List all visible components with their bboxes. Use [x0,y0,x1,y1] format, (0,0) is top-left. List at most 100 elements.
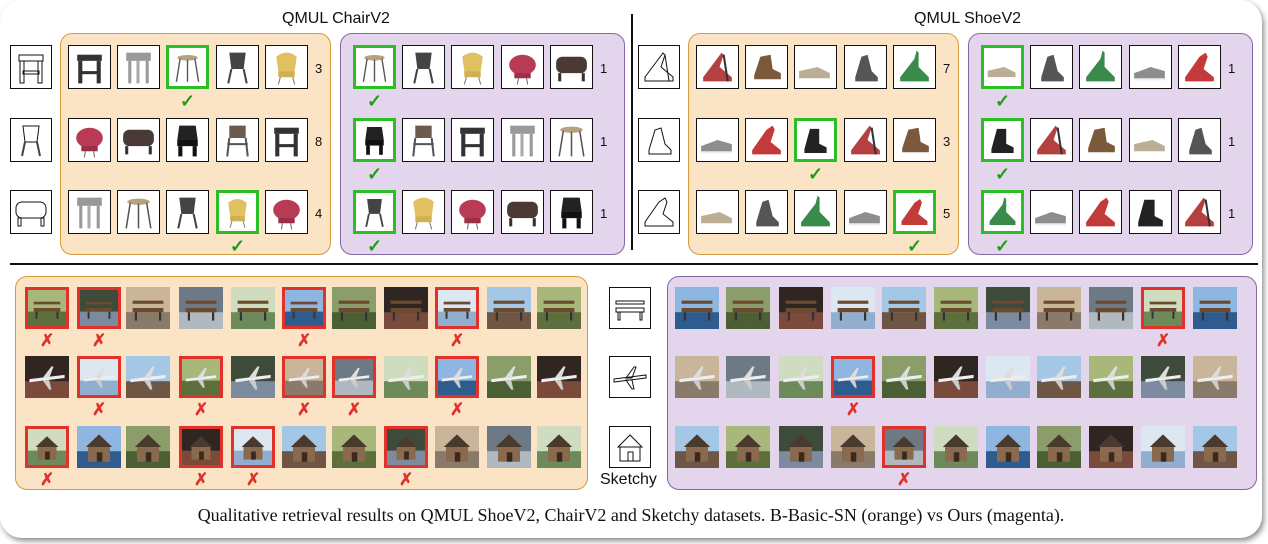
sketchy-baseline-photo [179,287,223,329]
chair-ours-thumb [353,190,396,234]
sketchy-baseline-photo [179,426,223,468]
chair-ours-thumb [501,45,544,89]
sketchy-baseline-photo [384,287,428,329]
chair-ours-thumb [402,45,445,89]
shoe-ours-rank: 1 [1228,61,1236,76]
chair-baseline-thumb [68,45,111,89]
chair-ours-thumb [353,45,396,89]
sketchy-baseline-photo [25,356,69,398]
chair-baseline-correct-mark: ✓ [230,236,246,256]
sketchy-ours-photo [1141,426,1185,468]
sketchy-ours-photo [675,356,719,398]
shoe-ours-thumb [1079,118,1122,162]
shoe-ours-thumb [1030,118,1073,162]
sketchy-ours-photo [1037,356,1081,398]
shoe-sketch-2 [638,118,680,162]
sketchy-sketch-plane [609,356,651,398]
sketchy-baseline-wrong-mark: ✗ [194,400,209,419]
shoe-baseline-thumb [696,45,739,89]
sketchy-baseline-wrong-mark: ✗ [40,331,55,350]
sketchy-baseline-photo [537,287,581,329]
sketchy-ours-photo [726,356,770,398]
chair-baseline-thumb [265,190,308,234]
shoe-ours-thumb [1178,45,1221,89]
sketchy-baseline-photo [487,356,531,398]
sketchy-ours-photo [675,426,719,468]
sketchy-baseline-wrong-mark: ✗ [194,470,209,489]
chair-ours-thumb [550,190,593,234]
chair-ours-thumb [353,118,396,162]
chair-sketch-2 [10,118,52,162]
sketchy-baseline-photo [435,426,479,468]
chair-ours-thumb [550,118,593,162]
chair-baseline-rank: 3 [315,61,323,76]
chair-baseline-thumb [117,45,160,89]
shoe-baseline-thumb [696,190,739,234]
sketchy-ours-photo [831,287,875,329]
sketchy-baseline-wrong-mark: ✗ [40,470,55,489]
chair-baseline-rank: 4 [315,206,323,221]
shoe-baseline-thumb [745,190,788,234]
sketchy-ours-photo [1193,287,1237,329]
chair-baseline-thumb [265,45,308,89]
sketchy-ours-photo [1089,356,1133,398]
chair-baseline-thumb [265,118,308,162]
chair-baseline-correct-mark: ✓ [180,91,196,111]
shoe-baseline-rank: 3 [943,134,951,149]
shoe-sketch-1 [638,45,680,89]
sketchy-ours-photo [1037,287,1081,329]
chair-baseline-thumb [166,118,209,162]
chair-ours-thumb [501,118,544,162]
sketchy-ours-photo [779,426,823,468]
shoe-baseline-thumb [893,190,936,234]
sketchy-ours-wrong-mark: ✗ [846,400,861,419]
shoe-baseline-thumb [745,45,788,89]
sketchy-baseline-photo [231,426,275,468]
shoe-baseline-thumb [745,118,788,162]
sketchy-baseline-wrong-mark: ✗ [347,400,362,419]
chair-baseline-thumb [68,190,111,234]
sketchy-ours-photo [934,356,978,398]
chair-baseline-thumb [216,190,259,234]
shoe-ours-thumb [1178,190,1221,234]
chair-baseline-thumb [216,118,259,162]
sketchy-ours-photo [882,356,926,398]
sketchy-label: Sketchy [600,471,657,488]
chair-dataset-title: QMUL ChairV2 [282,10,390,27]
sketchy-ours-photo [779,287,823,329]
sketchy-baseline-wrong-mark: ✗ [246,470,261,489]
sketchy-ours-wrong-mark: ✗ [1156,331,1171,350]
chair-ours-correct-mark: ✓ [367,91,383,111]
shoe-ours-rank: 1 [1228,134,1236,149]
shoe-baseline-rank: 7 [943,61,951,76]
sketchy-ours-photo [726,287,770,329]
shoe-ours-thumb [1079,45,1122,89]
sketchy-baseline-photo [231,356,275,398]
chair-baseline-thumb [68,118,111,162]
horizontal-divider [10,263,1258,265]
shoe-baseline-correct-mark: ✓ [808,164,824,184]
sketchy-baseline-photo [435,356,479,398]
sketchy-baseline-photo [537,426,581,468]
chair-ours-thumb [451,45,494,89]
shoe-ours-thumb [981,190,1024,234]
sketchy-ours-photo [934,426,978,468]
sketchy-ours-photo [1037,426,1081,468]
sketchy-baseline-photo [332,356,376,398]
sketchy-baseline-photo [77,426,121,468]
sketchy-ours-photo [831,356,875,398]
shoe-baseline-thumb [844,118,887,162]
sketchy-ours-photo [882,287,926,329]
chair-ours-correct-mark: ✓ [367,236,383,256]
chair-ours-thumb [402,190,445,234]
sketchy-baseline-photo [282,426,326,468]
sketchy-baseline-photo [384,426,428,468]
shoe-ours-correct-mark: ✓ [995,164,1011,184]
sketchy-ours-photo [1089,287,1133,329]
shoe-ours-thumb [1129,45,1172,89]
sketchy-baseline-photo [126,426,170,468]
sketchy-baseline-photo [332,287,376,329]
sketchy-ours-photo [882,426,926,468]
chair-ours-rank: 1 [600,206,608,221]
sketchy-sketch-house [609,426,651,468]
